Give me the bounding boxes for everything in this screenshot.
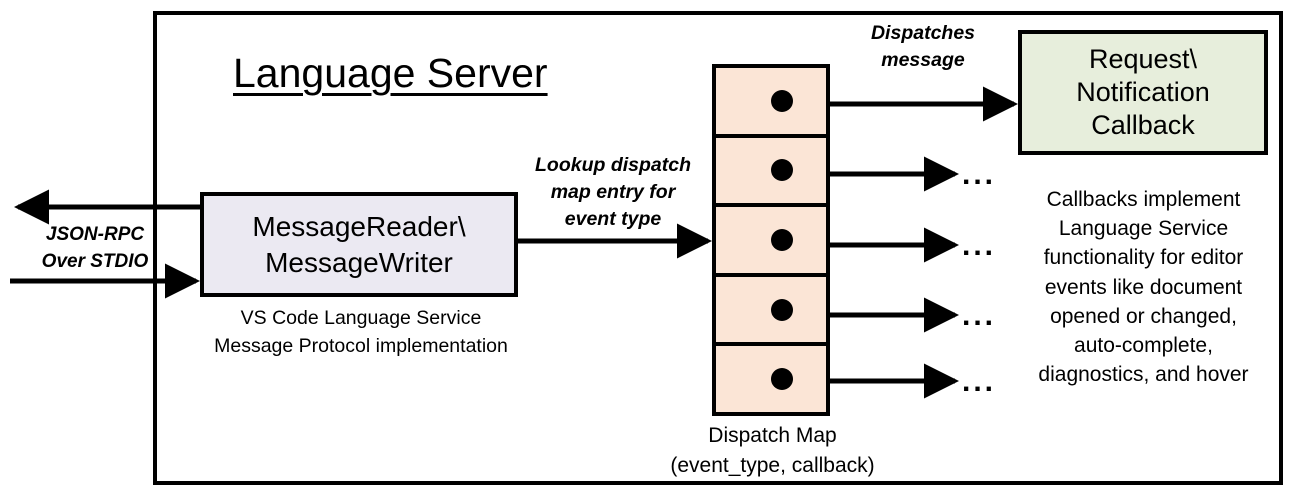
message-reader-writer-caption-line2: Message Protocol implementation [214, 334, 508, 357]
lookup-dispatch-label-line2: map entry for [550, 180, 676, 203]
dispatches-message-label-line2: message [881, 48, 965, 71]
dispatch-map-cell-3[interactable] [716, 207, 826, 277]
message-reader-writer-caption-line1: VS Code Language Service [240, 307, 482, 329]
dispatches-message-label-line1: Dispatches [870, 22, 976, 44]
stdio-transport-label-line1: JSON-RPC [45, 224, 145, 245]
page-title: Language Server [233, 50, 548, 96]
callback-title-line2: Notification [1076, 77, 1210, 108]
callback-description-line6: auto-complete, [1074, 333, 1213, 357]
message-reader-writer-node[interactable]: MessageReader\ MessageWriter [200, 192, 518, 297]
dispatch-map-cell-2[interactable] [716, 138, 826, 208]
callback-description-line5: opened or changed, [1050, 304, 1237, 328]
callback-description-line3: functionality for editor [1043, 246, 1244, 270]
lookup-dispatch-label-line3: event type [564, 207, 662, 230]
message-reader-writer-title-line1: MessageReader\ [252, 210, 466, 242]
dispatch-map-entry-dot-icon [771, 298, 793, 321]
dispatch-map-entry-dot-icon [771, 228, 793, 251]
stdio-transport-label-line2: Over STDIO [41, 250, 149, 272]
callback-description-line4: events like document [1044, 275, 1243, 299]
dispatch-overflow-ellipsis-4: ... [962, 365, 997, 398]
lookup-dispatch-label: Lookup dispatch map entry for event type [518, 152, 708, 233]
dispatch-map-entry-dot-icon [771, 368, 793, 391]
message-reader-writer-title-line2: MessageWriter [265, 246, 453, 278]
callback-title-line3: Callback [1091, 109, 1195, 140]
callback-description-line7: diagnostics, and hover [1038, 363, 1249, 387]
callback-description: Callbacks implement Language Service fun… [1011, 185, 1276, 389]
request-notification-callback-node[interactable]: Request\ Notification Callback [1018, 30, 1268, 155]
stdio-transport-label: JSON-RPC Over STDIO [30, 222, 160, 276]
callback-description-line1: Callbacks implement [1046, 188, 1241, 211]
dispatch-map-caption-line1: Dispatch Map [708, 424, 837, 447]
dispatch-map-cell-4[interactable] [716, 277, 826, 347]
dispatch-map-entry-dot-icon [771, 89, 793, 112]
language-server-boundary [153, 11, 1283, 485]
dispatch-map-entry-dot-icon [771, 159, 793, 182]
dispatch-map-cell-5[interactable] [716, 346, 826, 412]
dispatch-map-caption-line2: (event_type, callback) [670, 453, 875, 477]
dispatches-message-label: Dispatches message [838, 20, 1008, 74]
lookup-dispatch-label-line1: Lookup dispatch [535, 154, 691, 176]
callback-description-line2: Language Service [1058, 217, 1229, 241]
dispatch-map-caption: Dispatch Map (event_type, callback) [645, 421, 900, 481]
dispatch-overflow-ellipsis-2: ... [962, 229, 997, 262]
dispatch-map-table[interactable] [712, 64, 830, 416]
dispatch-map-cell-1[interactable] [716, 68, 826, 138]
dispatch-overflow-ellipsis-3: ... [962, 299, 997, 332]
dispatch-overflow-ellipsis-1: ... [962, 158, 997, 191]
message-reader-writer-caption: VS Code Language Service Message Protoco… [196, 305, 526, 360]
callback-title-line1: Request\ [1088, 44, 1198, 75]
